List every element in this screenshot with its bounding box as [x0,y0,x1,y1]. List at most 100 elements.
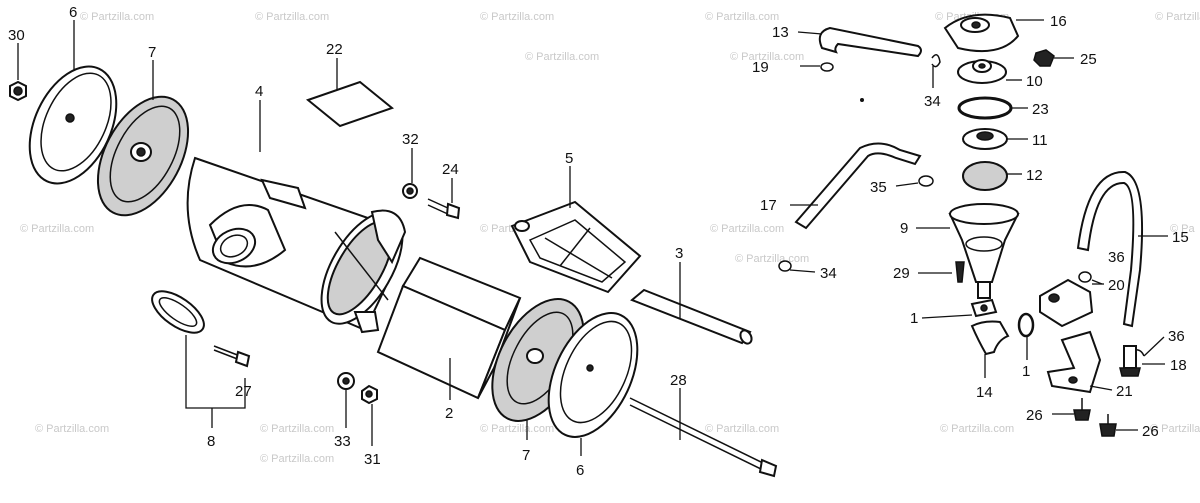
callout-27: 27 [235,383,252,400]
callout-20: 20 [1108,277,1125,294]
part-31-nut [361,384,378,405]
callout-10: 10 [1026,73,1043,90]
part-11-diaphragm [962,128,1008,150]
callout-7: 7 [522,447,530,464]
callout-6: 6 [69,4,77,21]
part-5-bracket [510,200,642,294]
callout-29: 29 [893,265,910,282]
callout-12: 12 [1026,167,1043,184]
part-3-rod [630,288,753,345]
part-10-valve [957,59,1007,84]
watermark: © Partzilla.com [525,51,599,63]
part-25-bolt [1033,49,1055,67]
callout-35: 35 [870,179,887,196]
watermark: © Partzilla.com [480,11,554,23]
part-15-hose [1076,170,1144,328]
watermark: © Partzilla.com [705,11,779,23]
watermark: © Partzilla.com [940,423,1014,435]
callout-19: 19 [752,59,769,76]
leader-lines-left [17,20,681,456]
part-34-clip-top [931,54,941,68]
callout-21: 21 [1116,383,1133,400]
part-19-clip [800,62,834,72]
callout-31: 31 [364,451,381,468]
callout-2: 2 [445,405,453,422]
callout-7: 7 [148,44,156,61]
callout-1: 1 [1022,363,1030,380]
watermark: © Partzilla.com [1150,423,1200,435]
callout-14: 14 [976,384,993,401]
part-4-air-cleaner-case [186,156,407,334]
watermark-edge: © Pa [1170,223,1195,235]
watermark: © Partzilla.com [735,253,809,265]
part-1-gasket-a [970,298,998,318]
part-1-gasket-b [1017,312,1035,338]
callout-17: 17 [760,197,777,214]
callout-3: 3 [675,245,683,262]
part-29-screw [955,261,965,283]
part-35-clip [918,175,934,187]
part-20-valve-body [1039,278,1094,328]
callout-28: 28 [670,372,687,389]
watermark: © Partzilla.com [1155,11,1200,23]
callout-23: 23 [1032,101,1049,118]
callout-34: 34 [924,93,941,110]
callout-5: 5 [565,150,573,167]
part-36-clip-top [1078,271,1092,283]
watermark: © Partzilla.com [260,453,334,465]
callout-30: 30 [8,27,25,44]
watermark: © Partzilla.com [20,223,94,235]
part-24-bolt [427,198,461,220]
stray-dot [860,98,864,102]
air-cleaner-assembly: 30 6 7 4 22 32 24 5 3 27 8 33 31 2 7 6 2… [8,4,778,479]
part-32-washer [402,183,418,199]
part-8-band [151,290,205,334]
callout-15: 15 [1172,229,1189,246]
callout-24: 24 [442,161,459,178]
callout-25: 25 [1080,51,1097,68]
callout-36: 36 [1108,249,1125,266]
part-13-tube [818,26,922,58]
part-2-filter-element [376,256,522,400]
part-6-cover-right [547,312,639,438]
part-26-screw-b [1099,414,1117,437]
callout-32: 32 [402,131,419,148]
part-12-element [962,161,1008,191]
part-28-long-bolt [629,397,778,478]
callout-9: 9 [900,220,908,237]
part-23-o-ring [957,96,1013,120]
watermark: © Partzilla.com [80,11,154,23]
part-21-bracket [1046,330,1102,394]
callout-4: 4 [255,83,263,100]
callout-8: 8 [207,433,215,450]
part-7-filter-left [96,95,190,217]
callout-22: 22 [326,41,343,58]
watermark: © Partzilla.com [710,223,784,235]
part-18-bolt [1119,345,1141,377]
callout-11: 11 [1032,132,1048,149]
callout-18: 18 [1170,357,1187,374]
callout-26: 26 [1142,423,1159,440]
callout-26: 26 [1026,407,1043,424]
callout-6: 6 [576,462,584,479]
callout-36: 36 [1168,328,1185,345]
part-27-screw [213,345,251,368]
callout-33: 33 [334,433,351,450]
leader-lines-right [789,19,1168,431]
part-17-tube [794,142,922,230]
part-26-screw-a [1073,398,1091,421]
watermark: © Partzilla.com [35,423,109,435]
watermark: © Partzilla.com [705,423,779,435]
watermark: © Partzilla.com [480,423,554,435]
part-14-elbow [970,320,1010,356]
callout-13: 13 [772,24,789,41]
part-22-label [305,80,395,128]
part-9-housing [948,203,1020,299]
watermark: © Partzilla.com [260,423,334,435]
part-6-cover-left [28,65,118,185]
part-33-washer [337,372,355,390]
watermark: © Partzilla.com [730,51,804,63]
part-30-nut [9,80,27,102]
callout-16: 16 [1050,13,1067,30]
